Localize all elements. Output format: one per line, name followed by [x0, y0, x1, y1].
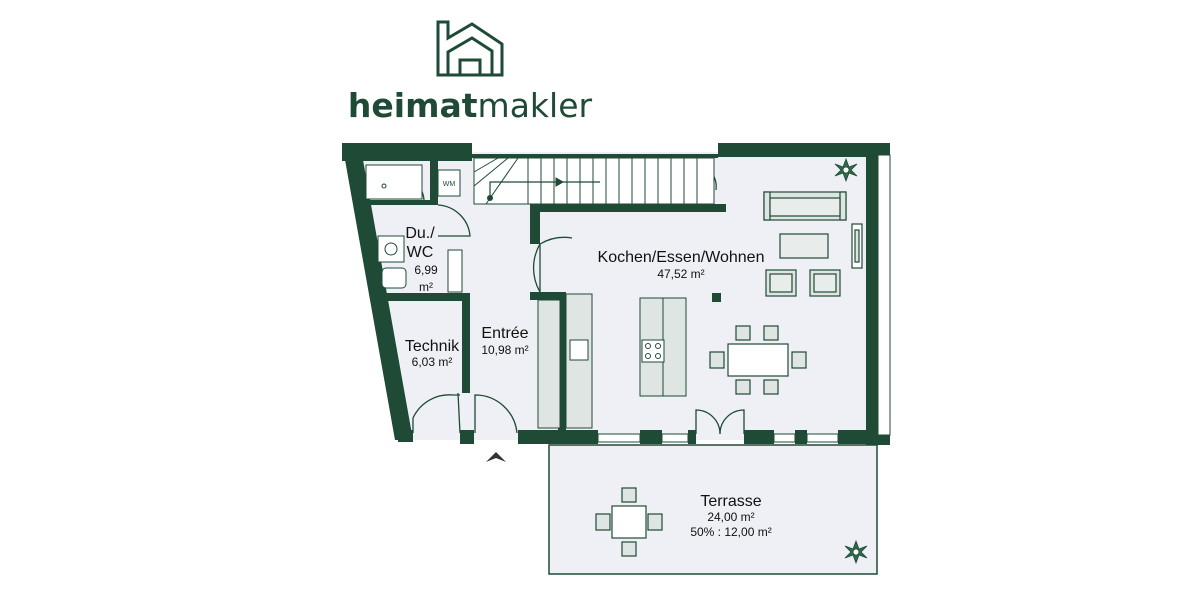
- plant-icon: [834, 157, 858, 183]
- wall-bottom-4: [640, 430, 662, 444]
- stair-steps: [473, 157, 698, 205]
- chair: [735, 325, 751, 341]
- wall-entree-kitchen-upper: [530, 204, 540, 244]
- room-area-kochen: 47,52 m²: [657, 267, 704, 281]
- shower-tray: [365, 164, 423, 200]
- washing-machine-label: WM: [443, 181, 456, 188]
- room-area-terrasse: 24,00 m²: [707, 510, 754, 524]
- room-name-du: Du./: [405, 225, 435, 242]
- terrace-chair: [621, 487, 637, 503]
- chair: [709, 351, 725, 369]
- brand-name-bold: heimat: [348, 86, 478, 125]
- window-4: [806, 433, 839, 443]
- door-entrance: [474, 394, 518, 434]
- wc-counter: [447, 249, 463, 293]
- wall-top-mid: [472, 154, 718, 158]
- wall-bottom-3: [518, 430, 598, 444]
- chair: [735, 379, 751, 395]
- kitchen-sink: [569, 339, 589, 361]
- stair-tread: [473, 157, 509, 187]
- kitchen: [537, 293, 687, 429]
- window-3: [773, 433, 796, 443]
- wall-top-right: [718, 143, 890, 157]
- wall-bottom-7: [795, 430, 807, 444]
- wall-left: [342, 143, 413, 440]
- staircase: [473, 157, 715, 205]
- plant-icon: [844, 539, 868, 565]
- living-furniture: [709, 191, 863, 395]
- wall-technik-entree: [462, 293, 470, 393]
- wall-bottom-1: [398, 430, 413, 442]
- stair-box: [473, 157, 715, 205]
- wall-right-cap-bottom: [878, 435, 890, 445]
- door-terrace: [695, 409, 745, 435]
- door-kitchen: [533, 236, 573, 293]
- entrance-arrow-icon: [486, 452, 506, 462]
- room-area-wc-unit: m²: [419, 280, 433, 294]
- window-1: [597, 433, 641, 443]
- wall-right-cap: [878, 143, 890, 155]
- room-name-kochen: Kochen/Essen/Wohnen: [598, 249, 765, 266]
- room-name-entree: Entrée: [481, 325, 528, 342]
- house-icon: [436, 20, 504, 77]
- room-labels: Du./ WC 6,99 m² Technik 6,03 m² Entrée 1…: [405, 225, 772, 539]
- brand-name: heimatmakler: [348, 86, 593, 125]
- chair: [791, 351, 807, 369]
- bathroom-fixtures: WM: [365, 164, 463, 293]
- shower-drain: [381, 183, 387, 189]
- wall-right: [866, 143, 878, 445]
- terrace-chair: [595, 513, 611, 531]
- room-name-wc: WC: [407, 244, 434, 261]
- chair: [763, 325, 779, 341]
- room-area-technik: 6,03 m²: [412, 355, 453, 369]
- brand-logo: heimatmakler: [348, 20, 593, 125]
- window-right: [877, 154, 891, 436]
- toilet: [381, 267, 407, 289]
- kitchen-counter: [565, 293, 593, 429]
- stair-tread: [473, 157, 499, 173]
- wall-wc-technik: [372, 293, 470, 301]
- room-name-terrasse: Terrasse: [700, 493, 761, 510]
- wall-bottom-6: [744, 430, 774, 444]
- sink-basin-icon: [384, 242, 398, 256]
- room-area-terrasse-note: 50% : 12,00 m²: [690, 525, 771, 539]
- wall-wc-right: [430, 158, 438, 204]
- terrace-table: [611, 505, 647, 539]
- chair: [763, 379, 779, 395]
- cooktop: [641, 339, 665, 363]
- wall-kitchen-stub: [530, 292, 560, 300]
- terrace-chair: [621, 541, 637, 557]
- stair-arrow-icon: [555, 177, 565, 187]
- terrace-chair: [647, 513, 663, 531]
- terrace-floor: [548, 444, 878, 575]
- wall-kitchen-pillar: [558, 292, 566, 430]
- wall-bottom-5: [688, 430, 696, 444]
- window-2: [661, 433, 689, 443]
- room-name-technik: Technik: [405, 338, 460, 355]
- room-area-wc: 6,99: [414, 263, 438, 277]
- wall-bottom-2: [460, 430, 474, 444]
- brand-name-regular: makler: [478, 86, 593, 125]
- door-technik: [412, 392, 461, 434]
- dining-table: [727, 343, 789, 377]
- coffee-table: [779, 233, 829, 259]
- wall-wc-top: [360, 200, 438, 205]
- terrace-furniture: [595, 487, 663, 557]
- column: [712, 293, 721, 302]
- washing-machine: [437, 169, 461, 197]
- windows: [597, 154, 891, 443]
- wall-top-left: [342, 143, 472, 161]
- wall-stair-bottom: [530, 204, 726, 212]
- walls: [342, 143, 890, 445]
- door-wc: [437, 204, 471, 237]
- entree-wardrobe: [537, 299, 561, 429]
- room-area-entree: 10,98 m²: [481, 343, 528, 357]
- wall-bottom-8: [838, 430, 878, 444]
